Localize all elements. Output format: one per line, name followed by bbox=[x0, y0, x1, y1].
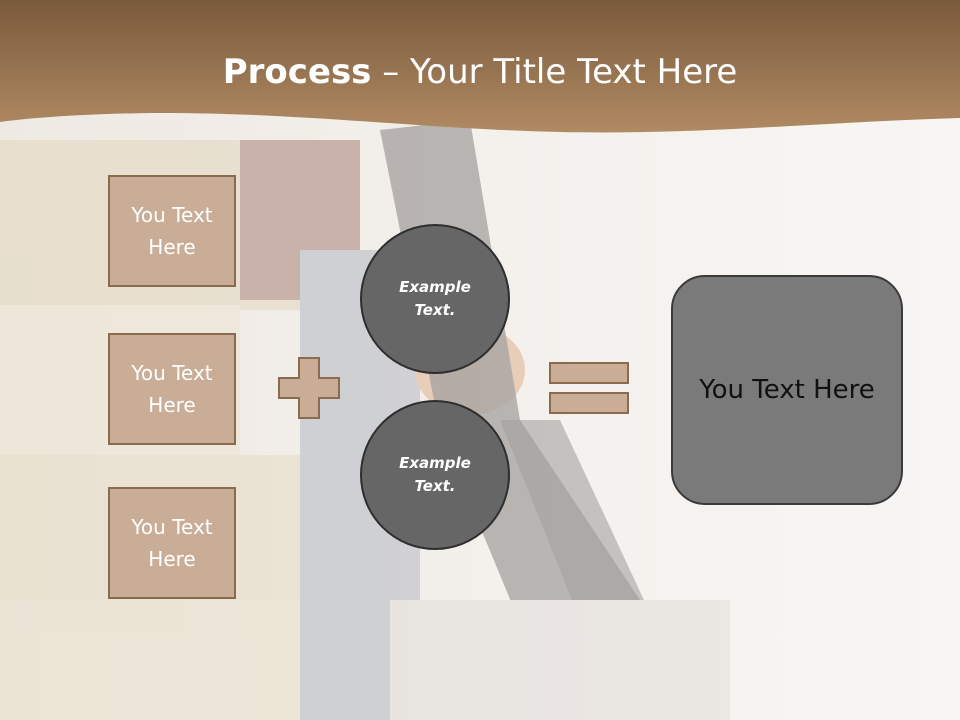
text-box-3-label: You Text Here bbox=[131, 515, 213, 571]
example-circle-1-label: Example Text. bbox=[399, 278, 471, 319]
plus-icon bbox=[278, 357, 340, 419]
text-box-2[interactable]: You Text Here bbox=[108, 333, 236, 445]
result-box[interactable]: You Text Here bbox=[671, 275, 903, 505]
example-circle-2[interactable]: Example Text. bbox=[360, 400, 510, 550]
title-rest: – Your Title Text Here bbox=[371, 52, 738, 92]
result-box-label: You Text Here bbox=[699, 375, 875, 405]
example-circle-2-label: Example Text. bbox=[399, 454, 471, 495]
text-box-1[interactable]: You Text Here bbox=[108, 175, 236, 287]
example-circle-1[interactable]: Example Text. bbox=[360, 224, 510, 374]
text-box-3[interactable]: You Text Here bbox=[108, 487, 236, 599]
slide-title: Process – Your Title Text Here bbox=[0, 52, 960, 92]
text-box-2-label: You Text Here bbox=[131, 361, 213, 417]
equals-icon bbox=[549, 362, 629, 414]
text-box-1-label: You Text Here bbox=[131, 203, 213, 259]
title-bold: Process bbox=[222, 52, 372, 92]
